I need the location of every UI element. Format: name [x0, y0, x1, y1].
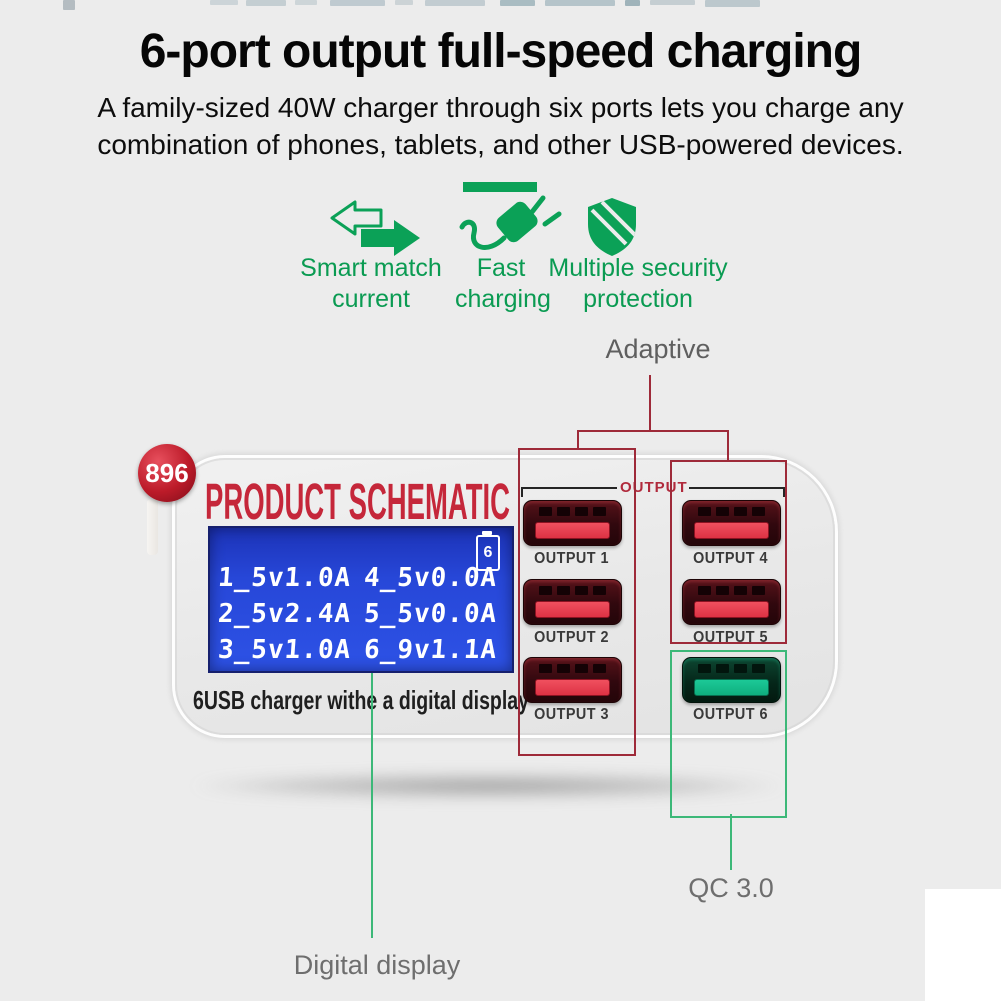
port-label-6: OUTPUT 6 [693, 706, 768, 723]
usb-port-1 [523, 500, 622, 546]
output-bracket-line-left [521, 487, 617, 489]
cropped-text-fragment [330, 0, 385, 6]
annotation-box-ports-1-3 [518, 448, 636, 756]
cropped-text-fragment [210, 0, 238, 5]
usb-pins [698, 586, 765, 595]
feature-label-line: current [332, 285, 410, 313]
output-bracket-tick-left [521, 487, 523, 497]
feature-label-line: Fast [476, 254, 526, 282]
usb-pins [698, 507, 765, 516]
charger-caption: 6USB charger withe a digital display [193, 685, 529, 715]
feature-label-line: Multiple security [548, 254, 728, 282]
port-label-2: OUTPUT 2 [534, 629, 609, 646]
feature-label-line: charging [455, 285, 551, 313]
usb-port-3 [523, 657, 622, 703]
cropped-text-fragment [246, 0, 286, 6]
adaptive-label: Adaptive [605, 334, 711, 364]
feature-label-line: protection [583, 285, 693, 313]
cropped-text-fragment [500, 0, 535, 6]
usb-port-5 [682, 579, 781, 625]
adaptive-connector-drop-right [727, 430, 729, 461]
port-label-1: OUTPUT 1 [534, 550, 609, 567]
cropped-text-fragment [650, 0, 695, 5]
lcd-port5-reading: 5_5v0.0A [362, 599, 499, 629]
lcd-readout: 1_5v1.0A 4_5v0.0A 2_5v2.4A 5_5v0.0A 3_5v… [217, 560, 510, 668]
usb-port-6-qc [682, 657, 781, 703]
cropped-text-fragment [63, 0, 75, 10]
usb-port-4 [682, 500, 781, 546]
usb-tongue [694, 679, 769, 696]
lcd-port4-reading: 4_5v0.0A [362, 563, 499, 593]
cropped-text-fragment [705, 0, 760, 7]
usb-pins [698, 664, 765, 673]
digital-display-label: Digital display [293, 950, 461, 980]
annotation-box-port-6 [670, 650, 787, 818]
subtitle-line-2: combination of phones, tablets, and othe… [97, 129, 904, 160]
cropped-text-fragment [425, 0, 485, 6]
lcd-port3-reading: 3_5v1.0A [216, 635, 353, 665]
usb-tongue [694, 601, 769, 618]
cropped-text-fragment [295, 0, 317, 5]
cropped-text-fragment [625, 0, 640, 6]
adaptive-connector-drop-left [577, 430, 579, 449]
port-label-5: OUTPUT 5 [693, 629, 768, 646]
usb-port-2 [523, 579, 622, 625]
lcd-port1-reading: 1_5v1.0A [216, 563, 353, 593]
usb-pins [539, 507, 606, 516]
cropped-text-fragment [395, 0, 413, 5]
badge-896: 896 [138, 444, 196, 502]
usb-pins [539, 586, 606, 595]
page-title: 6-port output full-speed charging [139, 25, 863, 78]
subtitle-line-1: A family-sized 40W charger through six p… [97, 92, 904, 123]
cropped-text-fragment [545, 0, 615, 6]
adaptive-connector-bar [577, 430, 729, 432]
usb-tongue [535, 679, 610, 696]
feature-label-line: Smart match [300, 254, 442, 282]
feature-fast-charging-label: Fast charging [455, 253, 551, 315]
product-schematic-title: PRODUCT SCHEMATIC [205, 473, 511, 531]
adaptive-connector-stem [649, 375, 651, 430]
port-label-3: OUTPUT 3 [534, 706, 609, 723]
smart-match-arrows-icon [330, 200, 420, 256]
charger-drop-shadow [165, 770, 935, 802]
security-shield-icon [588, 198, 636, 256]
annotation-box-ports-4-5 [670, 460, 787, 644]
feature-smart-match-label: Smart match current [288, 253, 454, 315]
output-bracket-tick-right [783, 487, 785, 497]
lcd-port2-reading: 2_5v2.4A [216, 599, 353, 629]
lcd-row: 1_5v1.0A 4_5v0.0A [217, 560, 510, 596]
port-label-4: OUTPUT 4 [693, 550, 768, 567]
qc-connector-stem [730, 814, 732, 870]
usb-tongue [535, 522, 610, 539]
fast-charging-plug-icon [459, 195, 562, 250]
usb-pins [539, 664, 606, 673]
feature-security-label: Multiple security protection [544, 253, 732, 315]
badge-pin [147, 499, 158, 555]
lcd-row: 3_5v1.0A 6_9v1.1A [217, 632, 510, 668]
green-accent-bar [463, 182, 537, 192]
lcd-row: 2_5v2.4A 5_5v0.0A [217, 596, 510, 632]
white-corner-patch [925, 889, 1001, 1001]
output-bracket-line-right [689, 487, 785, 489]
lcd-port6-reading: 6_9v1.1A [362, 635, 499, 665]
qc-label: QC 3.0 [688, 873, 774, 903]
lcd-display: 6 1_5v1.0A 4_5v0.0A 2_5v2.4A 5_5v0.0A 3_… [208, 526, 514, 673]
digital-display-pointer-line [371, 673, 373, 938]
usb-tongue [694, 522, 769, 539]
usb-tongue [535, 601, 610, 618]
battery-cap [482, 531, 492, 535]
battery-port-count-icon: 6 [476, 531, 500, 571]
